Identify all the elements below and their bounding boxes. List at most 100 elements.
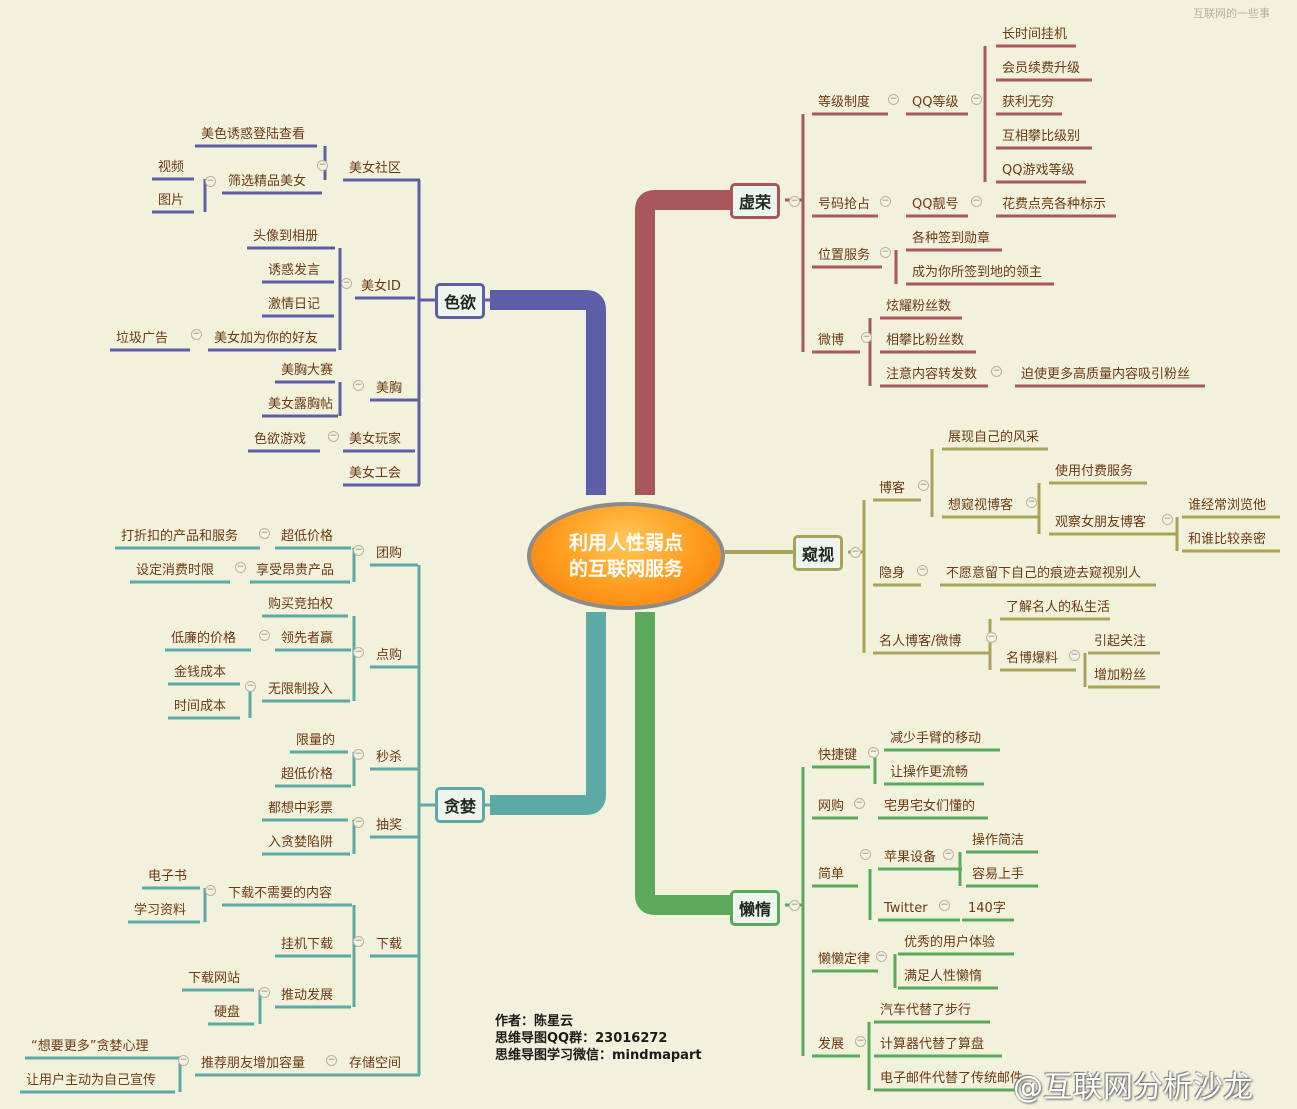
collapse-toggle-icon[interactable]: − (1026, 497, 1037, 508)
tanlan-node-7[interactable]: 领先者赢 (281, 631, 334, 646)
collapse-toggle-icon[interactable]: − (259, 630, 270, 641)
kuishi-node-0[interactable]: 博客 (879, 481, 906, 496)
landuo-node-4[interactable]: 宅男宅女们懂的 (884, 799, 976, 814)
collapse-toggle-icon[interactable]: − (317, 160, 328, 171)
collapse-toggle-icon[interactable]: − (991, 366, 1002, 377)
collapse-toggle-icon[interactable]: − (191, 329, 202, 340)
kuishi-node-10[interactable]: 了解名人的私生活 (1006, 600, 1111, 615)
collapse-toggle-icon[interactable]: − (939, 900, 950, 911)
collapse-toggle-icon[interactable]: − (353, 647, 364, 658)
seyu-node-14[interactable]: 美女玩家 (349, 432, 402, 447)
tanlan-node-14[interactable]: 超低价格 (281, 767, 334, 782)
collapse-toggle-icon[interactable]: − (1069, 650, 1080, 661)
xurong-node-1[interactable]: QQ等级 (912, 95, 959, 110)
collapse-toggle-icon[interactable]: − (971, 94, 982, 105)
collapse-toggle-icon[interactable]: − (918, 480, 929, 491)
collapse-toggle-icon[interactable]: − (789, 900, 800, 911)
kuishi-node-3[interactable]: 使用付费服务 (1055, 464, 1134, 479)
seyu-node-3[interactable]: 视频 (158, 160, 185, 175)
kuishi-node-11[interactable]: 名博爆料 (1006, 651, 1059, 666)
xurong-node-16[interactable]: 注意内容转发数 (886, 367, 978, 382)
kuishi-node-12[interactable]: 引起关注 (1094, 634, 1147, 649)
collapse-toggle-icon[interactable]: − (353, 936, 364, 947)
seyu-node-5[interactable]: 美女ID (361, 279, 401, 294)
xurong-node-2[interactable]: 长时间挂机 (1002, 27, 1068, 42)
tanlan-node-15[interactable]: 抽奖 (376, 818, 403, 833)
xurong-node-9[interactable]: 花费点亮各种标示 (1002, 197, 1107, 212)
collapse-toggle-icon[interactable]: − (178, 1055, 189, 1066)
collapse-toggle-icon[interactable]: − (789, 196, 800, 207)
xurong-node-10[interactable]: 位置服务 (818, 248, 871, 263)
branch-landuo[interactable]: 懒惰 (730, 890, 781, 926)
tanlan-node-2[interactable]: 打折扣的产品和服务 (121, 529, 239, 544)
tanlan-node-0[interactable]: 团购 (376, 546, 403, 561)
tanlan-node-24[interactable]: 下载网站 (188, 971, 241, 986)
xurong-node-17[interactable]: 迫使更多高质量内容吸引粉丝 (1021, 367, 1191, 382)
seyu-node-4[interactable]: 图片 (158, 193, 185, 208)
landuo-node-11[interactable]: 懒懒定律 (818, 952, 871, 967)
xurong-node-13[interactable]: 微博 (818, 333, 845, 348)
seyu-node-8[interactable]: 激情日记 (268, 297, 321, 312)
tanlan-node-3[interactable]: 享受昂贵产品 (256, 563, 335, 578)
kuishi-node-5[interactable]: 谁经常浏览他 (1188, 498, 1267, 513)
tanlan-node-12[interactable]: 秒杀 (376, 750, 403, 765)
landuo-node-5[interactable]: 简单 (818, 867, 845, 882)
collapse-toggle-icon[interactable]: − (205, 176, 216, 187)
seyu-node-12[interactable]: 美胸大赛 (281, 363, 334, 378)
landuo-node-0[interactable]: 快捷键 (818, 748, 858, 763)
tanlan-node-1[interactable]: 超低价格 (281, 529, 334, 544)
collapse-toggle-icon[interactable]: − (971, 196, 982, 207)
tanlan-node-8[interactable]: 低廉的价格 (171, 631, 237, 646)
tanlan-node-20[interactable]: 电子书 (148, 869, 188, 884)
branch-xurong[interactable]: 虚荣 (730, 183, 781, 219)
landuo-node-6[interactable]: 苹果设备 (884, 850, 937, 865)
landuo-node-1[interactable]: 减少手臂的移动 (890, 731, 982, 746)
kuishi-node-8[interactable]: 不愿意留下自己的痕迹去窥视别人 (946, 566, 1142, 581)
collapse-toggle-icon[interactable]: − (868, 747, 879, 758)
tanlan-node-28[interactable]: “想要更多”贪婪心理 (31, 1039, 149, 1054)
collapse-toggle-icon[interactable]: − (880, 196, 891, 207)
seyu-node-15[interactable]: 色欲游戏 (254, 432, 307, 447)
tanlan-node-25[interactable]: 硬盘 (214, 1005, 241, 1020)
collapse-toggle-icon[interactable]: − (259, 528, 270, 539)
tanlan-node-11[interactable]: 时间成本 (174, 699, 227, 714)
tanlan-node-27[interactable]: 推荐朋友增加容量 (201, 1056, 306, 1071)
collapse-toggle-icon[interactable]: − (888, 94, 899, 105)
branch-tanlan[interactable]: 贪婪 (435, 787, 486, 823)
collapse-toggle-icon[interactable]: − (328, 431, 339, 442)
collapse-toggle-icon[interactable]: − (341, 278, 352, 289)
branch-seyu[interactable]: 色欲 (435, 283, 486, 319)
tanlan-node-16[interactable]: 都想中彩票 (268, 801, 334, 816)
landuo-node-7[interactable]: 操作简洁 (972, 833, 1025, 848)
collapse-toggle-icon[interactable]: − (854, 798, 865, 809)
tanlan-node-4[interactable]: 设定消费时限 (136, 563, 215, 578)
collapse-toggle-icon[interactable]: − (880, 247, 891, 258)
landuo-node-3[interactable]: 网购 (818, 799, 845, 814)
xurong-node-12[interactable]: 成为你所签到地的领主 (912, 265, 1043, 280)
seyu-node-16[interactable]: 美女工会 (349, 466, 402, 481)
collapse-toggle-icon[interactable]: − (861, 332, 872, 343)
collapse-toggle-icon[interactable]: − (353, 545, 364, 556)
landuo-node-2[interactable]: 让操作更流畅 (890, 765, 969, 780)
kuishi-node-2[interactable]: 想窥视博客 (948, 498, 1014, 513)
tanlan-node-9[interactable]: 无限制投入 (268, 682, 334, 697)
kuishi-node-4[interactable]: 观察女朋友博客 (1055, 515, 1147, 530)
branch-kuishi[interactable]: 窥视 (793, 535, 844, 571)
tanlan-node-23[interactable]: 推动发展 (281, 988, 334, 1003)
xurong-node-8[interactable]: QQ靓号 (912, 197, 959, 212)
collapse-toggle-icon[interactable]: − (917, 565, 928, 576)
collapse-toggle-icon[interactable]: − (326, 1055, 337, 1066)
landuo-node-8[interactable]: 容易上手 (972, 867, 1025, 882)
collapse-toggle-icon[interactable]: − (205, 885, 216, 896)
collapse-toggle-icon[interactable]: − (855, 1036, 866, 1047)
collapse-toggle-icon[interactable]: − (353, 380, 364, 391)
landuo-node-9[interactable]: Twitter (884, 901, 928, 916)
collapse-toggle-icon[interactable]: − (353, 749, 364, 760)
collapse-toggle-icon[interactable]: − (235, 562, 246, 573)
xurong-node-11[interactable]: 各种签到勋章 (912, 231, 991, 246)
collapse-toggle-icon[interactable]: − (245, 681, 256, 692)
xurong-node-14[interactable]: 炫耀粉丝数 (886, 299, 952, 314)
collapse-toggle-icon[interactable]: − (353, 817, 364, 828)
tanlan-node-13[interactable]: 限量的 (296, 733, 336, 748)
seyu-node-9[interactable]: 美女加为你的好友 (214, 331, 319, 346)
